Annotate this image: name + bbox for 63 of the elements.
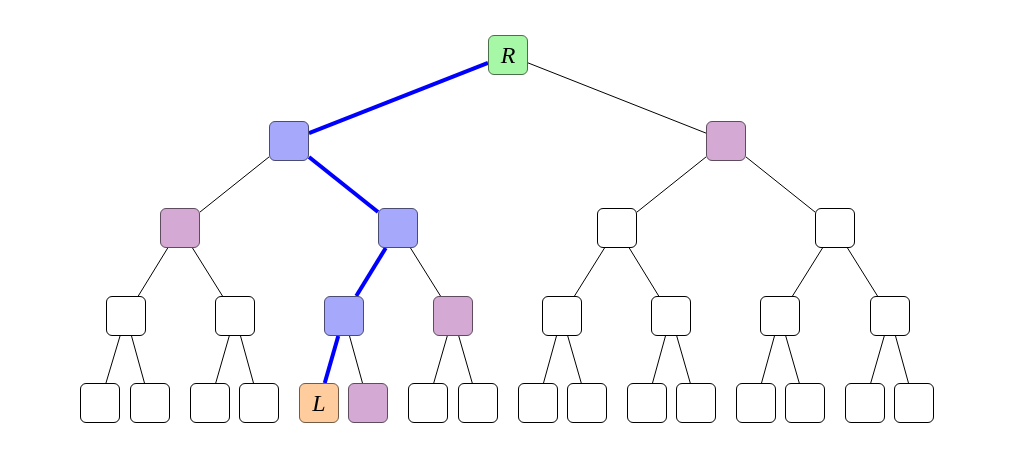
tree-node-box: [160, 208, 200, 248]
tree-edge: [433, 335, 448, 384]
tree-edge: [105, 335, 121, 384]
tree-node-box: [736, 383, 776, 423]
tree-node-box: [542, 296, 582, 336]
tree-edge: [543, 335, 557, 384]
tree-edge: [199, 156, 270, 213]
tree-node-box: [815, 208, 855, 248]
tree-edge: [458, 335, 473, 384]
tree-edge: [240, 335, 254, 384]
tree-edge: [785, 335, 800, 384]
tree-edge: [792, 247, 823, 297]
node-label: R: [500, 43, 516, 67]
tree-node-box: [299, 383, 339, 423]
tree-node-box: [215, 296, 255, 336]
tree-node-box: [458, 383, 498, 423]
tree-edge: [322, 335, 341, 384]
node-label: L: [312, 391, 326, 415]
tree-node-box: [433, 296, 473, 336]
tree-edge: [307, 155, 380, 214]
tree-node-box: [239, 383, 279, 423]
tree-node-box: [706, 121, 746, 161]
tree-edge: [895, 335, 909, 384]
tree-node-box: [80, 383, 120, 423]
tree-node-box: [760, 296, 800, 336]
tree-node-box: [597, 208, 637, 248]
tree-node-box: [567, 383, 607, 423]
tree-node-box: [488, 35, 528, 75]
tree-node-box: [870, 296, 910, 336]
tree-edge: [527, 62, 707, 134]
tree-node-box: [269, 121, 309, 161]
tree-edge: [349, 335, 363, 384]
tree-edge: [628, 247, 660, 297]
tree-edge: [137, 247, 169, 297]
tree-edge: [131, 335, 145, 384]
tree-edge: [567, 335, 582, 384]
tree-node-box: [785, 383, 825, 423]
tree-node-box: [106, 296, 146, 336]
tree-edge: [574, 247, 605, 297]
tree-node-box: [130, 383, 170, 423]
tree-edge: [745, 156, 816, 213]
tree-node-box: [190, 383, 230, 423]
tree-edge: [870, 335, 885, 384]
tree-node-box: [627, 383, 667, 423]
tree-node-box: [518, 383, 558, 423]
tree-edge: [192, 247, 223, 297]
tree-node-box: [651, 296, 691, 336]
tree-edge: [636, 156, 707, 213]
tree-edge: [847, 247, 878, 297]
tree-node-box: [894, 383, 934, 423]
tree-edge: [761, 335, 775, 384]
tree-node-box: [378, 208, 418, 248]
tree-edge: [215, 335, 230, 384]
tree-edge: [676, 335, 691, 384]
tree-edge: [308, 61, 489, 135]
tree-node-box: [845, 383, 885, 423]
tree-node-box: [676, 383, 716, 423]
tree-node-box: [324, 296, 364, 336]
tree-edge: [354, 246, 388, 298]
tree-node-box: [348, 383, 388, 423]
tree-edge: [652, 335, 666, 384]
tree-edge: [410, 247, 441, 297]
tree-node-box: [408, 383, 448, 423]
